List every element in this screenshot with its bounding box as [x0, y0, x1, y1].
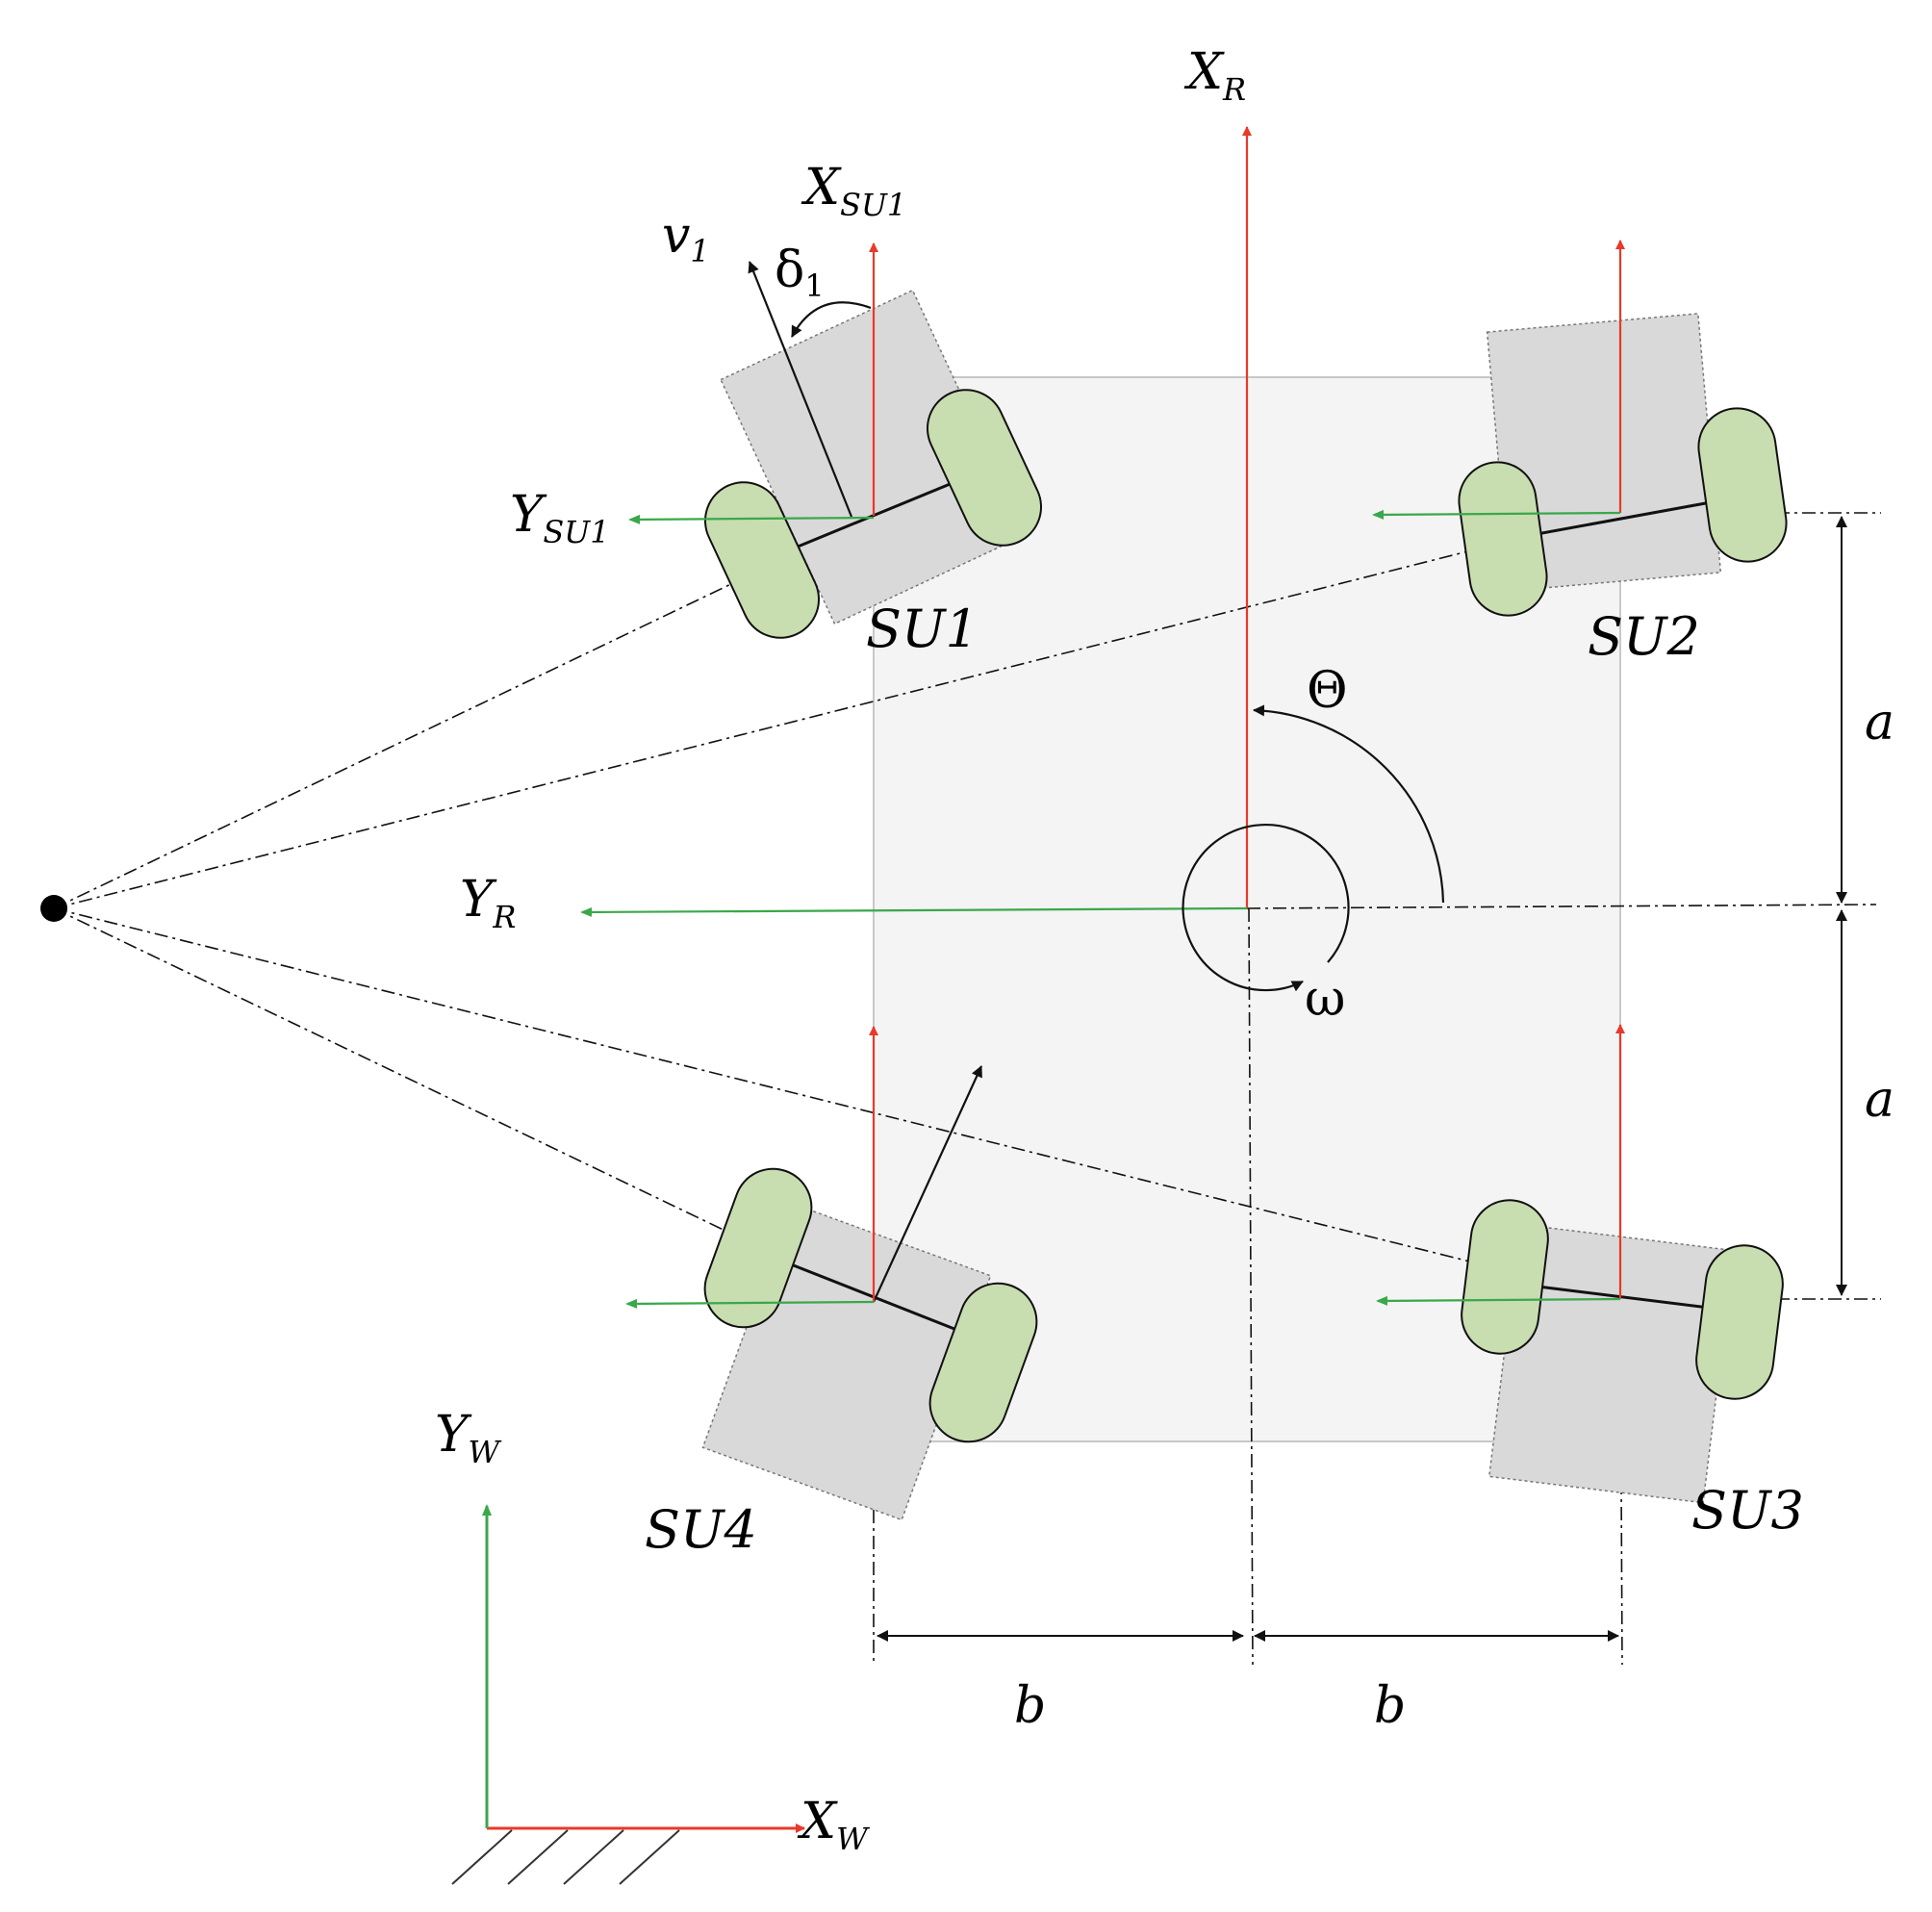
y-robot-axis [580, 906, 1248, 917]
su1-axle [790, 476, 965, 551]
heading-angle-arc [1253, 704, 1445, 904]
y-su4-axis [625, 1298, 875, 1309]
su2-label: SU2 [1588, 606, 1700, 667]
steer-angle-arc [791, 301, 872, 338]
su2-wheel-right [1697, 407, 1788, 563]
yaw-rate-label: ω [1305, 970, 1345, 1028]
su3-label: SU3 [1691, 1480, 1804, 1541]
y-world-label: YW [435, 1406, 502, 1470]
x-su1-label: XSU1 [801, 159, 906, 223]
su2-axle [1510, 497, 1733, 541]
su3-wheel-right [1695, 1244, 1784, 1400]
su1-wheel-right [926, 389, 1043, 547]
x-world-label: XW [797, 1793, 871, 1857]
su4-label: SU4 [645, 1499, 757, 1560]
steering-unit-3 [1461, 1199, 1784, 1504]
su3-wheel-left [1461, 1199, 1549, 1355]
ground-hatch [451, 1829, 680, 1885]
dim-a-bottom-label: a [1865, 1071, 1894, 1129]
y-su2-axis [1372, 509, 1621, 520]
su1-wheel-left [703, 481, 821, 639]
y-robot-label: YR [460, 871, 516, 935]
heading-label: Θ [1307, 662, 1348, 720]
dim-b-right-label: b [1374, 1677, 1406, 1735]
yaw-rate-arc [1182, 824, 1350, 992]
x-robot-label: XR [1183, 43, 1246, 108]
dim-a-top-label: a [1865, 694, 1894, 752]
su1-velocity-vector [748, 261, 853, 518]
icr-point [40, 895, 67, 922]
y-su1-label: YSU1 [510, 486, 610, 550]
dim-b-left-label: b [1014, 1677, 1046, 1735]
y-su1-axis [628, 514, 875, 524]
su1-label: SU1 [866, 599, 979, 659]
su4-wheel-left [703, 1167, 813, 1329]
y-su3-axis [1376, 1295, 1621, 1306]
su2-wheel-left [1458, 461, 1548, 617]
su4-velocity-vector [872, 1065, 983, 1303]
steer-angle-label: δ1 [775, 242, 825, 304]
velocity-label: v1 [662, 207, 710, 269]
steering-unit-2 [1458, 313, 1788, 617]
su4-wheel-right [928, 1282, 1038, 1443]
steering-unit-4 [701, 1167, 1038, 1521]
